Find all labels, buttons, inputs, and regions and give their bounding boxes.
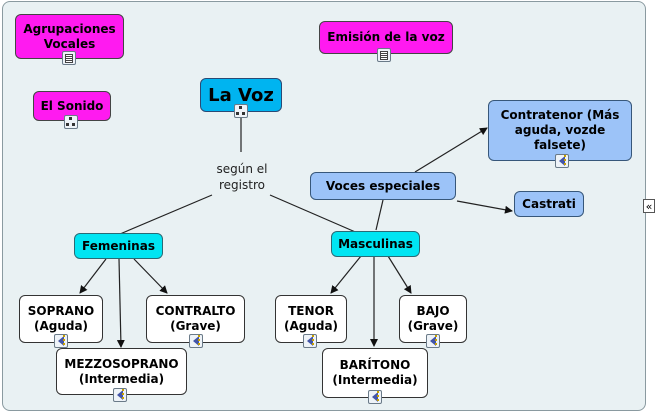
link-masculinas-tenor: [330, 255, 362, 294]
audio-icon[interactable]: [426, 334, 440, 348]
node-label: Castrati: [522, 196, 576, 211]
link-femeninas-soprano: [79, 258, 107, 294]
node-el-sonido[interactable]: El Sonido: [33, 91, 111, 121]
audio-icon[interactable]: [555, 154, 569, 168]
link-especiales-castrati: [456, 200, 513, 214]
node-label: Emisión de la voz: [327, 30, 445, 44]
collapse-panel-button[interactable]: «: [643, 199, 655, 213]
node-contratenor[interactable]: Contratenor (Más aguda, vozde falsete): [488, 100, 632, 161]
node-label: Contratenor (Más aguda, vozde falsete): [500, 108, 620, 152]
node-voces-especiales[interactable]: Voces especiales: [310, 172, 456, 200]
node-label: BARÍTONO (Intermedia): [332, 358, 418, 387]
link-especiales-masculinas: [375, 199, 384, 231]
node-label: Femeninas: [82, 238, 155, 253]
node-label: BAJO (Grave): [407, 304, 459, 333]
node-castrati[interactable]: Castrati: [514, 191, 584, 217]
node-emision-de-la-voz[interactable]: Emisión de la voz: [319, 21, 453, 54]
node-femeninas[interactable]: Femeninas: [74, 233, 163, 259]
node-label: Masculinas: [338, 236, 413, 251]
link-masculinas-bajo: [387, 255, 412, 294]
link-registro-masculinas: [269, 194, 361, 235]
document-icon[interactable]: [62, 51, 76, 65]
audio-icon[interactable]: [54, 334, 68, 348]
link-registro-femeninas: [119, 194, 213, 235]
node-label: TENOR (Aguda): [283, 304, 339, 333]
link-femeninas-contralto: [133, 258, 168, 294]
audio-icon[interactable]: [303, 334, 317, 348]
node-mezzosoprano[interactable]: MEZZOSOPRANO (Intermedia): [56, 348, 187, 395]
audio-icon[interactable]: [113, 388, 127, 402]
node-label: La Voz: [208, 84, 274, 106]
concept-map-icon[interactable]: [234, 104, 248, 118]
concept-map-icon[interactable]: [64, 115, 78, 129]
node-soprano[interactable]: SOPRANO (Aguda): [19, 295, 103, 343]
audio-icon[interactable]: [368, 390, 382, 404]
link-femeninas-mezzo: [116, 258, 125, 348]
node-label: Agrupaciones Vocales: [23, 21, 116, 51]
node-label: CONTRALTO (Grave): [155, 304, 236, 333]
node-label: Voces especiales: [325, 178, 441, 193]
audio-icon[interactable]: [189, 334, 203, 348]
linking-phrase-segun-el-registro: según el registro: [216, 162, 268, 192]
node-label: SOPRANO (Aguda): [27, 304, 95, 333]
document-icon[interactable]: [377, 48, 391, 62]
node-masculinas[interactable]: Masculinas: [331, 231, 420, 257]
link-especiales-contratenor: [414, 127, 488, 173]
node-label: El Sonido: [40, 98, 104, 113]
node-label: MEZZOSOPRANO (Intermedia): [64, 356, 179, 386]
